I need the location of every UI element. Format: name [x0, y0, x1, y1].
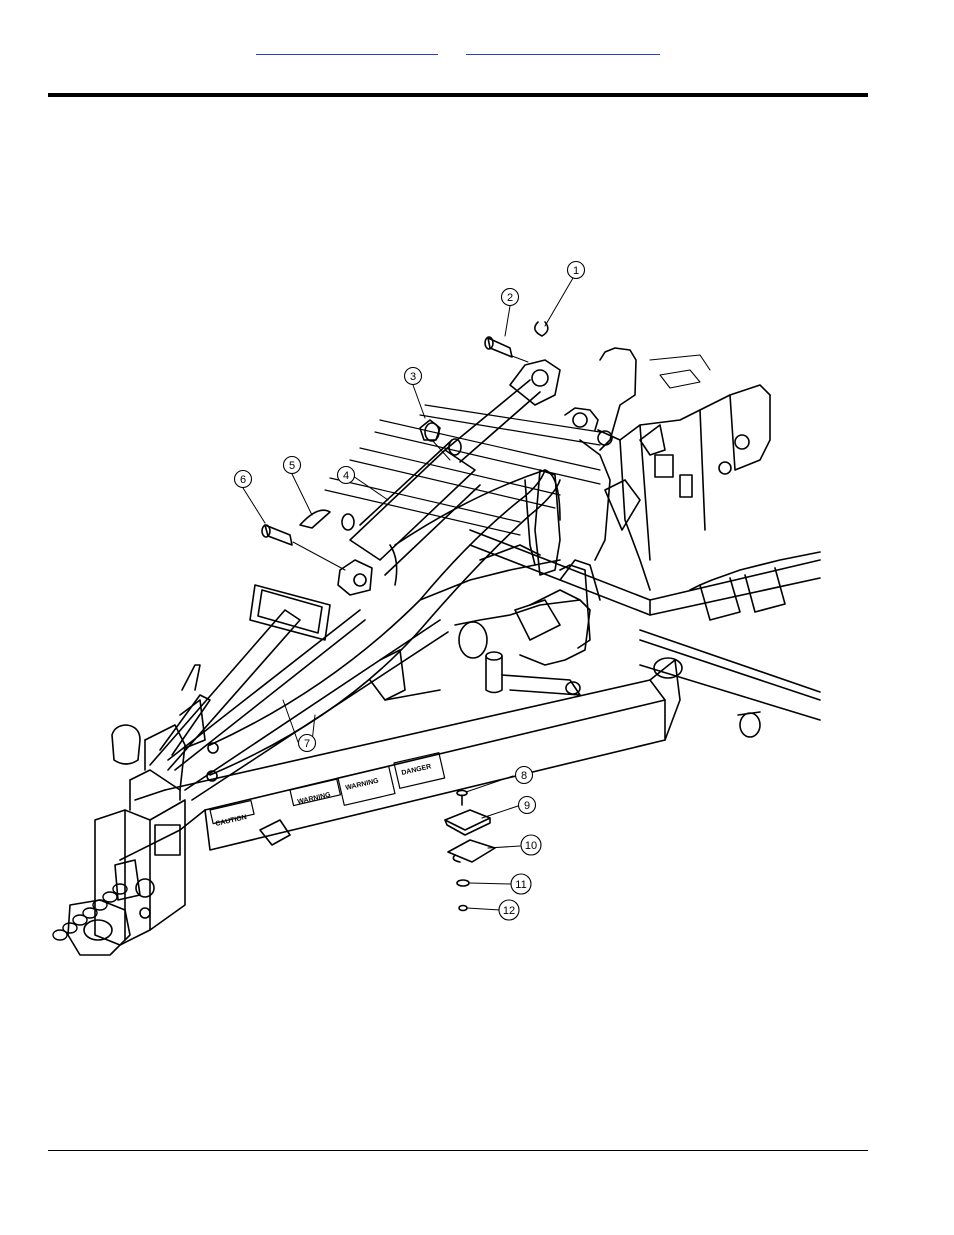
callout-11: 11: [515, 879, 526, 891]
pin-2: [485, 337, 512, 357]
safety-chain: [53, 884, 127, 940]
callout-1: 1: [573, 265, 579, 277]
header-link-2[interactable]: [466, 40, 660, 55]
decals: [210, 753, 445, 824]
decal-caution: CAUTION: [215, 814, 248, 828]
hair-pin-5: [300, 510, 330, 528]
callout-9: 9: [524, 800, 530, 812]
hydraulic-cylinder: [338, 360, 560, 595]
callout-2: 2: [507, 292, 513, 304]
hardware-stack: [445, 791, 495, 911]
header-rule: [48, 93, 868, 97]
header-link-1[interactable]: [256, 40, 438, 55]
pin-6: [262, 525, 292, 545]
callout-12: 12: [503, 905, 515, 917]
decal-warning-2: WARNING: [345, 777, 380, 792]
callout-10: 10: [525, 840, 537, 852]
callout-8: 8: [521, 770, 527, 782]
center-bracket: [420, 470, 590, 665]
callout-7: 7: [304, 738, 310, 750]
tongue-beam: [120, 650, 760, 860]
callout-4: 4: [343, 470, 349, 482]
callout-3: 3: [410, 371, 416, 383]
decal-danger: DANGER: [401, 763, 432, 777]
hydraulic-hoses: [207, 470, 560, 781]
footer-rule: [48, 1150, 868, 1151]
tower-assembly: [560, 348, 770, 600]
decal-warning-1: WARNING: [297, 791, 332, 806]
pivot-post: [486, 652, 580, 695]
callout-5: 5: [289, 460, 295, 472]
parts-diagram: CAUTION WARNING WARNING DANGER 1 2 3 4 5…: [48, 252, 830, 964]
callout-6: 6: [240, 474, 246, 486]
